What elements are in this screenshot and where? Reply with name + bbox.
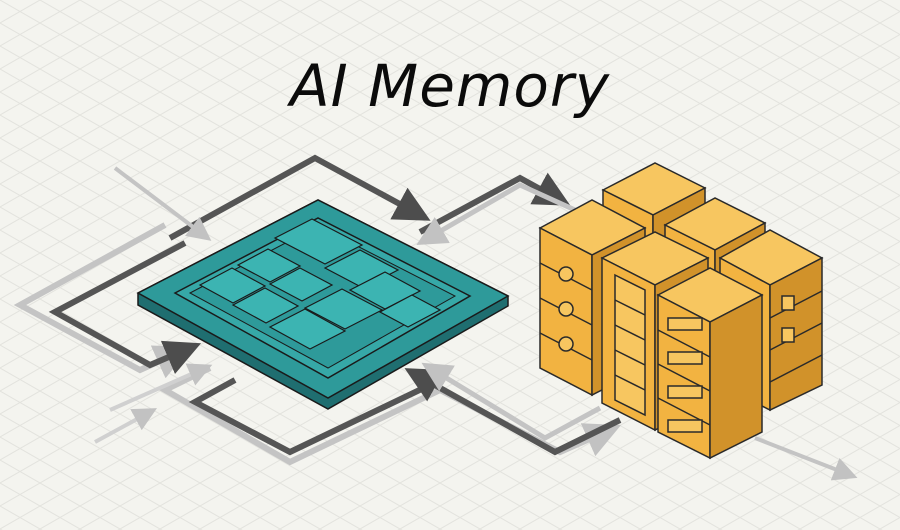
- processor-chip-icon: [136, 199, 510, 410]
- arrow-top-loop: [168, 154, 431, 241]
- data-flow-arrows: [13, 154, 858, 481]
- chip-cores: [198, 218, 442, 350]
- arrow-bottom-right: [404, 368, 622, 456]
- arrow-from-servers-top: [416, 182, 577, 246]
- server-stack-front: [656, 267, 764, 460]
- arrow-input-bottom-1: [109, 363, 213, 412]
- arrow-bottom-right-light: [421, 362, 602, 441]
- arrow-left-inner: [48, 240, 202, 374]
- arrow-bottom-left-inner: [188, 377, 432, 456]
- arrow-output-right: [754, 436, 858, 481]
- diagram-title: AI Memory: [289, 52, 611, 120]
- arrow-to-servers-top: [418, 172, 571, 235]
- arrow-input-bottom-2: [94, 408, 158, 444]
- arrow-input-top: [113, 166, 212, 241]
- server-rack-icon: [538, 162, 824, 460]
